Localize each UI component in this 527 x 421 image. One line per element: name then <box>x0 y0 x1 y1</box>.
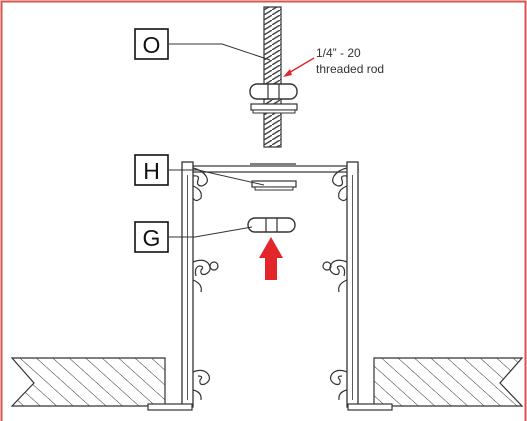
leader-line-o <box>169 43 271 61</box>
washer-h <box>251 180 297 191</box>
channel-foot-right <box>347 403 393 411</box>
label-box-h: H <box>134 154 169 186</box>
channel-top-plate <box>192 163 359 173</box>
channel-wall-right <box>322 161 359 408</box>
label-box-g: G <box>134 221 169 253</box>
channel-foot-left <box>147 403 193 411</box>
label-o: O <box>143 32 161 58</box>
rod-washer <box>250 103 298 114</box>
push-up-arrow <box>259 237 283 280</box>
label-box-o: O <box>134 28 169 60</box>
channel-wall-left <box>181 161 219 408</box>
rod-nut <box>249 83 298 100</box>
nut-g <box>247 217 296 233</box>
rod-annotation-line2: threaded rod <box>316 62 384 76</box>
threaded-rod <box>263 6 282 148</box>
label-g: G <box>143 225 161 251</box>
rod-annotation-pointer <box>283 57 315 77</box>
leader-line-h <box>169 169 265 186</box>
label-h: H <box>143 158 160 184</box>
ceiling-right <box>373 357 524 407</box>
ceiling-left <box>10 357 166 407</box>
rod-annotation-line1: 1/4” - 20 <box>316 46 361 60</box>
leader-line-g <box>169 226 253 238</box>
